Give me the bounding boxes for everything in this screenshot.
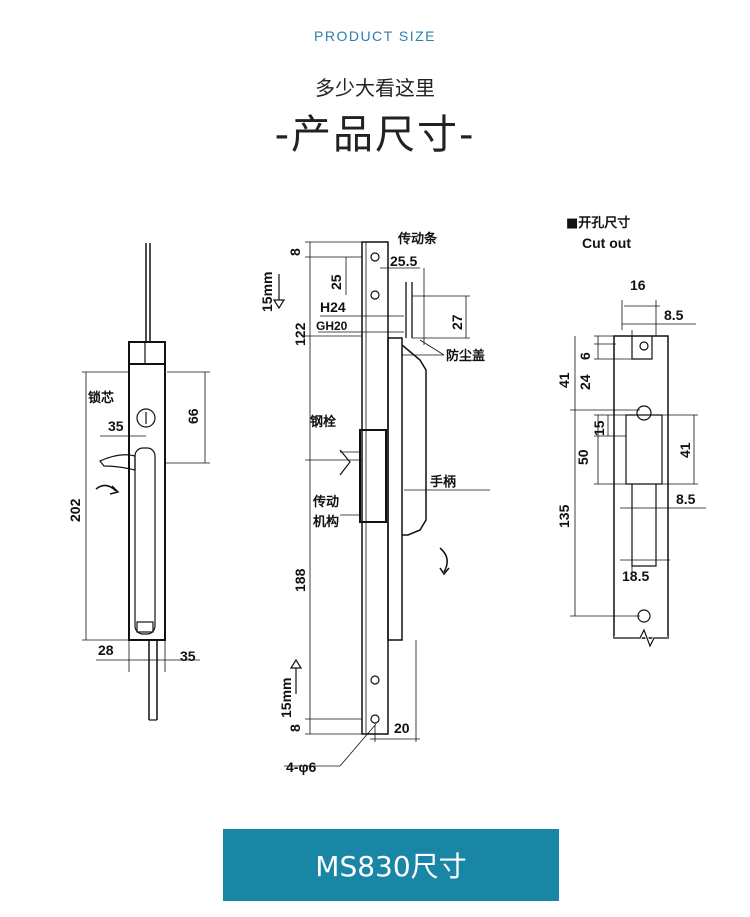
- dust-cover-label: 防尘盖: [446, 348, 485, 364]
- dim-24: 24: [577, 374, 593, 390]
- dim-66: 66: [185, 408, 201, 424]
- dim-16: 16: [630, 277, 646, 293]
- handle-label: 手柄: [430, 474, 456, 490]
- dim-27: 27: [449, 314, 465, 330]
- dim-20: 20: [394, 720, 410, 736]
- dim-28: 28: [98, 642, 114, 658]
- dim-8-bottom: 8: [287, 724, 303, 732]
- dim-35-bottom: 35: [180, 648, 196, 664]
- dim-8-top: 8: [287, 248, 303, 256]
- dim-18-5: 18.5: [622, 568, 649, 584]
- cutout-view-labels: ■开孔尺寸 Cut out 16 8.5 6 24 41 15 50 41 8.…: [556, 215, 696, 584]
- dim-41-right: 41: [677, 442, 693, 458]
- dim-202: 202: [67, 498, 83, 522]
- cutout-title-cn: ■开孔尺寸: [566, 215, 630, 231]
- dim-gh20: GH20: [316, 319, 348, 333]
- steel-bolt-label: 钢栓: [310, 414, 336, 430]
- dim-188: 188: [292, 568, 308, 592]
- dim-h24: H24: [320, 299, 346, 315]
- model-size-banner: MS830尺寸: [223, 829, 559, 901]
- side-view-labels: 传动条 8 25 25.5 15mm H24 GH20 27 122 防尘盖 钢…: [259, 231, 485, 775]
- dim-25: 25: [328, 274, 344, 290]
- cutout-title-en: Cut out: [582, 235, 631, 251]
- dim-122: 122: [292, 322, 308, 346]
- cutout-view: [570, 300, 706, 650]
- drive-bar-label: 传动条: [397, 231, 438, 247]
- dim-135: 135: [556, 504, 572, 528]
- front-view-labels: 锁芯 35 66 202 28 35: [67, 390, 201, 664]
- dim-25-5: 25.5: [390, 253, 417, 269]
- product-size-eyebrow: PRODUCT SIZE: [314, 28, 436, 44]
- front-view: [82, 243, 210, 721]
- dim-35-front: 35: [108, 418, 124, 434]
- lock-core-label: 锁芯: [88, 390, 114, 406]
- section-subtitle: 多少大看这里: [315, 76, 435, 100]
- section-title: -产品尺寸-: [274, 112, 476, 158]
- dim-41-left: 41: [556, 372, 572, 388]
- dim-15mm-top: 15mm: [259, 272, 275, 312]
- dim-15mm-bottom: 15mm: [278, 678, 294, 718]
- dim-50: 50: [575, 449, 591, 465]
- dim-8-5-top: 8.5: [664, 307, 684, 323]
- drive-mechanism-label-2: 机构: [313, 514, 339, 530]
- drive-mechanism-label-1: 传动: [312, 494, 339, 510]
- side-view: [272, 241, 490, 767]
- dim-8-5-bottom: 8.5: [676, 491, 696, 507]
- holes-label: 4-φ6: [286, 759, 316, 775]
- dim-15: 15: [591, 420, 607, 436]
- dim-6: 6: [577, 352, 593, 360]
